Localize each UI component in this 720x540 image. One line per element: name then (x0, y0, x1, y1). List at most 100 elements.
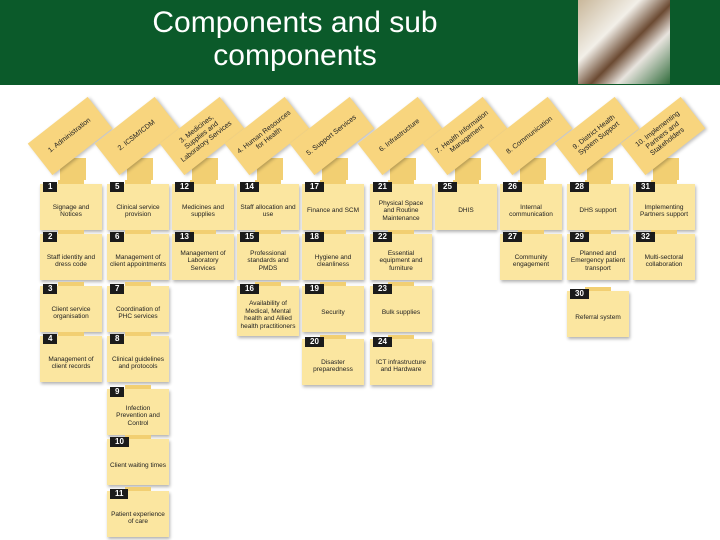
card-tab (651, 230, 677, 234)
subcomponent-number: 26 (503, 182, 522, 192)
subcomponent-number: 13 (175, 232, 194, 242)
card-tab (125, 180, 151, 184)
clinic-photo (578, 0, 670, 84)
subcomponent-label: Implementing Partners support (639, 203, 689, 219)
card-tab (518, 230, 544, 234)
subcomponent-number: 3 (43, 284, 58, 294)
title-bar: Components and sub components (0, 0, 720, 85)
subcomponent-label: Bulk supplies (381, 309, 421, 317)
subcomponent-label: Availability of Medical, Mental health a… (240, 300, 296, 330)
subcomponent-label: Clinical service provision (116, 203, 160, 219)
component-header: 10. Implementing Partners and Stakeholde… (620, 96, 706, 180)
subcomponent-number: 32 (636, 232, 655, 242)
subcomponent-label: Management of client records (48, 355, 94, 371)
subcomponent-number: 1 (43, 182, 58, 192)
component-header: 4. Human Resources for Health (224, 96, 310, 180)
subcomponent-number: 14 (240, 182, 259, 192)
subcomponent-label: Disaster preparedness (313, 358, 353, 374)
card-tab (651, 180, 677, 184)
subcomponent-label: Management of Laboratory Services (180, 249, 226, 272)
card-tab (190, 230, 216, 234)
subcomponent-number: 6 (110, 232, 125, 242)
subcomponent-number: 10 (110, 437, 129, 447)
card-tab (320, 180, 346, 184)
card-tab (125, 487, 151, 491)
card-tab (585, 287, 611, 291)
card-tab (388, 230, 414, 234)
card-tab (255, 230, 281, 234)
card-tab (255, 180, 281, 184)
card-tab (58, 230, 84, 234)
subcomponent-label: Management of client appointments (110, 253, 167, 269)
subcomponent-number: 11 (110, 489, 129, 499)
subcomponent-number: 27 (503, 232, 522, 242)
subcomponent-number: 21 (373, 182, 392, 192)
subcomponent-number: 23 (373, 284, 392, 294)
subcomponent-number: 22 (373, 232, 392, 242)
card-tab (320, 230, 346, 234)
subcomponent-number: 19 (305, 284, 324, 294)
component-header: 5. Support Services (289, 96, 375, 180)
subcomponent-label: Referral system (575, 314, 621, 322)
card-tab (388, 282, 414, 286)
card-tab (125, 282, 151, 286)
subcomponent-number: 9 (110, 387, 125, 397)
card-tab (388, 180, 414, 184)
subcomponent-number: 12 (175, 182, 194, 192)
subcomponent-label: DHIS (458, 207, 474, 215)
subcomponent-label: Planned and Emergency patient transport (570, 249, 626, 272)
card-tab (125, 332, 151, 336)
subcomponent-label: Staff allocation and use (240, 203, 296, 219)
subcomponent-number: 29 (570, 232, 589, 242)
subcomponent-label: Multi-sectoral collaboration (644, 253, 684, 269)
subcomponent-number: 5 (110, 182, 125, 192)
card-tab (518, 180, 544, 184)
subcomponent-label: Clinical guidelines and protocols (111, 355, 165, 371)
card-tab (58, 282, 84, 286)
card-tab (453, 180, 479, 184)
subcomponent-number: 25 (438, 182, 457, 192)
subcomponent-label: Security (321, 309, 345, 317)
component-header: 2. ICSM/ICDM (94, 96, 180, 180)
component-header: 1. Administration (27, 96, 113, 180)
subcomponent-label: Physical Space and Routine Maintenance (378, 199, 424, 222)
card-tab (58, 332, 84, 336)
subcomponent-number: 28 (570, 182, 589, 192)
card-tab (58, 180, 84, 184)
card-tab (320, 335, 346, 339)
card-tab (388, 335, 414, 339)
subcomponent-label: Professional standards and PMDS (247, 249, 289, 272)
slide-title: Components and sub components (152, 6, 438, 72)
subcomponent-number: 16 (240, 284, 259, 294)
subcomponent-label: Client service organisation (51, 305, 91, 321)
subcomponent-number: 24 (373, 337, 392, 347)
subcomponent-label: Staff identity and dress code (46, 253, 96, 269)
card-tab (125, 385, 151, 389)
subcomponent-number: 31 (636, 182, 655, 192)
subcomponent-label: Essential equipment and furniture (379, 249, 423, 272)
subcomponent-number: 4 (43, 334, 58, 344)
subcomponent-number: 20 (305, 337, 324, 347)
subcomponent-number: 18 (305, 232, 324, 242)
subcomponent-label: Internal communication (509, 203, 553, 219)
card-tab (585, 180, 611, 184)
